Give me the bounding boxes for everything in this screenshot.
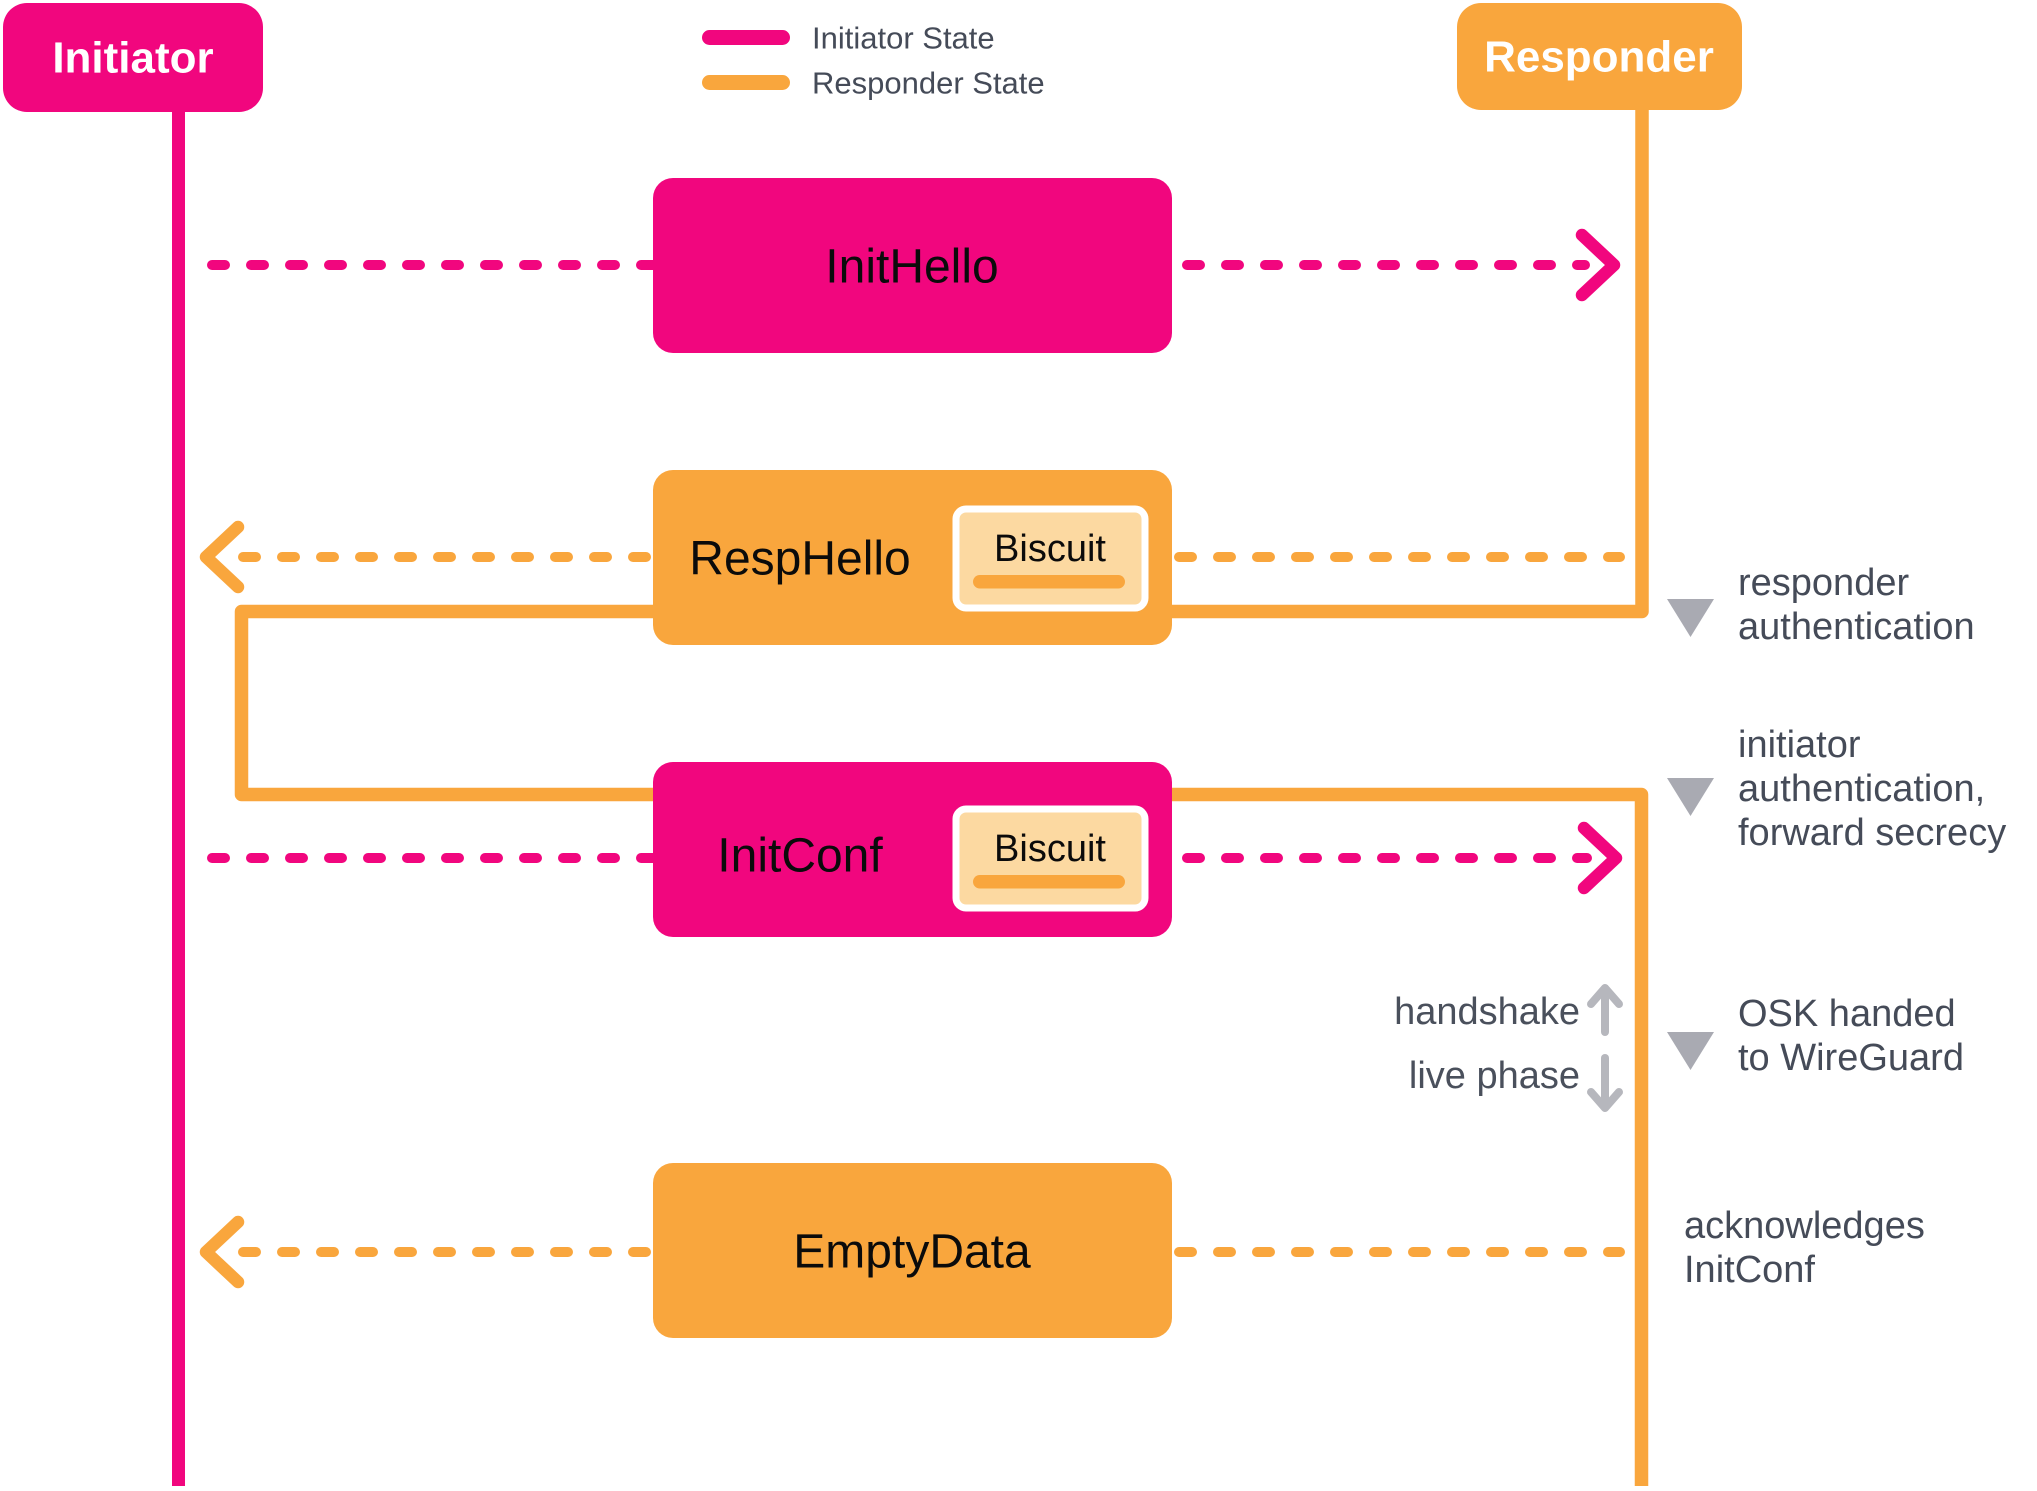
legend-initiator-swatch — [702, 30, 790, 45]
triangle-down-icon — [1667, 599, 1714, 637]
message-inithello-label: InitHello — [825, 241, 998, 294]
annotation-line: responder — [1738, 562, 1909, 604]
emptydata-arrow — [199, 1215, 1625, 1289]
biscuit-underline — [973, 575, 1125, 589]
arrowhead-right-icon — [1575, 228, 1621, 302]
arrowhead-left-icon — [199, 1215, 245, 1289]
triangle-down-icon — [1667, 778, 1714, 816]
initconf-arrow — [207, 821, 1623, 895]
phase-handshake-label: handshake — [1394, 991, 1580, 1033]
actor-initiator-label: Initiator — [52, 34, 213, 83]
annotation-line: OSK handed — [1738, 993, 1956, 1035]
arrowhead-left-icon — [199, 520, 245, 594]
message-initconf-label: InitConf — [717, 830, 883, 883]
annotation-initiator-authentication: initiator authentication, forward secrec… — [1667, 724, 2006, 854]
phase-divider: handshake live phase — [1394, 984, 1623, 1112]
annotation-line: authentication, — [1738, 768, 1985, 810]
actor-initiator: Initiator — [3, 3, 263, 112]
annotation-line: to WireGuard — [1738, 1037, 1964, 1079]
message-emptydata: EmptyData — [653, 1163, 1172, 1338]
biscuit-label: Biscuit — [994, 828, 1106, 870]
biscuit-underline — [973, 875, 1125, 889]
annotation-line: authentication — [1738, 606, 1975, 648]
legend-responder-label: Responder State — [812, 66, 1045, 101]
message-resphello: RespHello Biscuit — [653, 470, 1172, 645]
biscuit-box: Biscuit — [952, 505, 1149, 612]
message-emptydata-label: EmptyData — [793, 1226, 1031, 1279]
arrowhead-right-icon — [1577, 821, 1623, 895]
resphello-arrow — [199, 520, 1625, 594]
phase-live-label: live phase — [1409, 1055, 1580, 1097]
biscuit-box: Biscuit — [952, 805, 1149, 912]
annotation-acknowledges-initconf: acknowledges InitConf — [1684, 1205, 1925, 1291]
annotation-line: acknowledges — [1684, 1205, 1925, 1247]
legend-initiator-label: Initiator State — [812, 21, 995, 56]
annotation-osk-handed: OSK handed to WireGuard — [1667, 993, 1964, 1079]
legend-responder-swatch — [702, 75, 790, 90]
actor-responder-label: Responder — [1484, 33, 1714, 82]
legend: Initiator State Responder State — [702, 21, 1045, 101]
annotation-responder-authentication: responder authentication — [1667, 562, 1975, 648]
arrow-up-icon — [1587, 984, 1623, 1036]
annotation-line: InitConf — [1684, 1249, 1815, 1291]
inithello-arrow — [207, 228, 1621, 302]
annotation-line: forward secrecy — [1738, 812, 2006, 854]
actor-responder: Responder — [1457, 3, 1742, 110]
message-resphello-label: RespHello — [689, 533, 910, 586]
arrow-down-icon — [1587, 1054, 1623, 1112]
triangle-down-icon — [1667, 1032, 1714, 1070]
message-initconf: InitConf Biscuit — [653, 762, 1172, 937]
message-inithello: InitHello — [653, 178, 1172, 353]
biscuit-label: Biscuit — [994, 528, 1106, 570]
annotation-line: initiator — [1738, 724, 1861, 766]
responder-state-line — [234, 106, 1649, 1486]
